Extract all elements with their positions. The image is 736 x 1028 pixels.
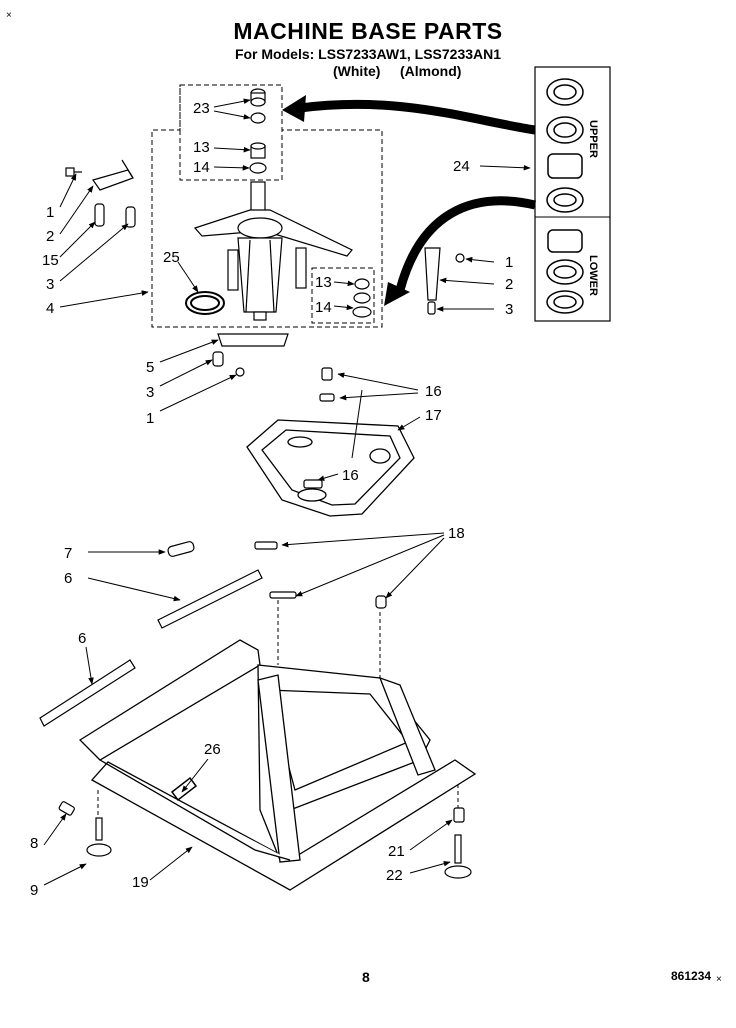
callout-26: 26 (204, 741, 221, 758)
variant-almond: (Almond) (400, 63, 462, 79)
bearing-inset: UPPER LOWER (534, 66, 611, 322)
callout-17: 17 (425, 407, 442, 424)
corner-mark-bottom: × (716, 974, 722, 985)
callout-14-top: 14 (193, 159, 210, 176)
callout-2-left: 2 (46, 228, 54, 245)
transmission-assembly (193, 181, 353, 321)
callout-24: 24 (453, 158, 470, 175)
hook-part (170, 776, 198, 802)
ring-part (185, 291, 225, 315)
machine-base-frame (78, 639, 477, 891)
leveling-feet (58, 801, 472, 879)
callout-6-upper: 6 (64, 570, 72, 587)
base-plate (246, 419, 415, 517)
callout-4: 4 (46, 300, 54, 317)
callout-1-right: 1 (505, 254, 513, 271)
callout-3-right: 3 (505, 301, 513, 318)
rail-strips (39, 569, 263, 727)
callout-8: 8 (30, 835, 38, 852)
transmission-dashed-outline (151, 84, 383, 328)
right-bracket-parts (424, 247, 465, 315)
dashed-leader-lines (97, 600, 459, 815)
callout-7: 7 (64, 545, 72, 562)
callout-6-lower: 6 (78, 630, 86, 647)
callout-arrows (43, 98, 531, 886)
callout-13-top: 13 (193, 139, 210, 156)
callout-14-inner: 14 (315, 299, 332, 316)
left-bracket-parts (65, 159, 136, 228)
callout-16-top: 16 (425, 383, 442, 400)
callout-1-lower: 1 (146, 410, 154, 427)
callout-16-lower: 16 (342, 467, 359, 484)
callout-numbers: 23 13 14 1 2 15 3 4 25 13 14 24 1 2 3 5 … (30, 100, 513, 899)
callout-15: 15 (42, 252, 59, 269)
callout-1-left: 1 (46, 204, 54, 221)
callout-23: 23 (193, 100, 210, 117)
callout-3-left: 3 (46, 276, 54, 293)
callout-5: 5 (146, 359, 154, 376)
callout-21: 21 (388, 843, 405, 860)
callout-19: 19 (132, 874, 149, 891)
inset-pointer-arrows (282, 95, 537, 306)
corner-mark-top: × (6, 10, 12, 21)
frame-clips (254, 541, 387, 609)
variant-white: (White) (333, 63, 381, 79)
callout-9: 9 (30, 882, 38, 899)
page-title: MACHINE BASE PARTS (233, 18, 503, 44)
document-code: 861234 (671, 969, 712, 983)
inset-lower-label: LOWER (587, 255, 599, 296)
callout-18: 18 (448, 525, 465, 542)
callout-2-right: 2 (505, 276, 513, 293)
shaft-seal-stack (249, 88, 267, 174)
page-number: 8 (362, 969, 370, 985)
callout-3-lower: 3 (146, 384, 154, 401)
lower-bracket-parts (212, 333, 289, 377)
plate-clips (303, 367, 335, 489)
model-list: For Models: LSS7233AW1, LSS7233AN1 (234, 46, 502, 62)
callout-25: 25 (163, 249, 180, 266)
seal-parts-inner (352, 278, 372, 318)
spring-part (167, 541, 195, 557)
callout-13-inner: 13 (315, 274, 332, 291)
callout-22: 22 (386, 867, 403, 884)
inset-upper-label: UPPER (587, 120, 599, 158)
